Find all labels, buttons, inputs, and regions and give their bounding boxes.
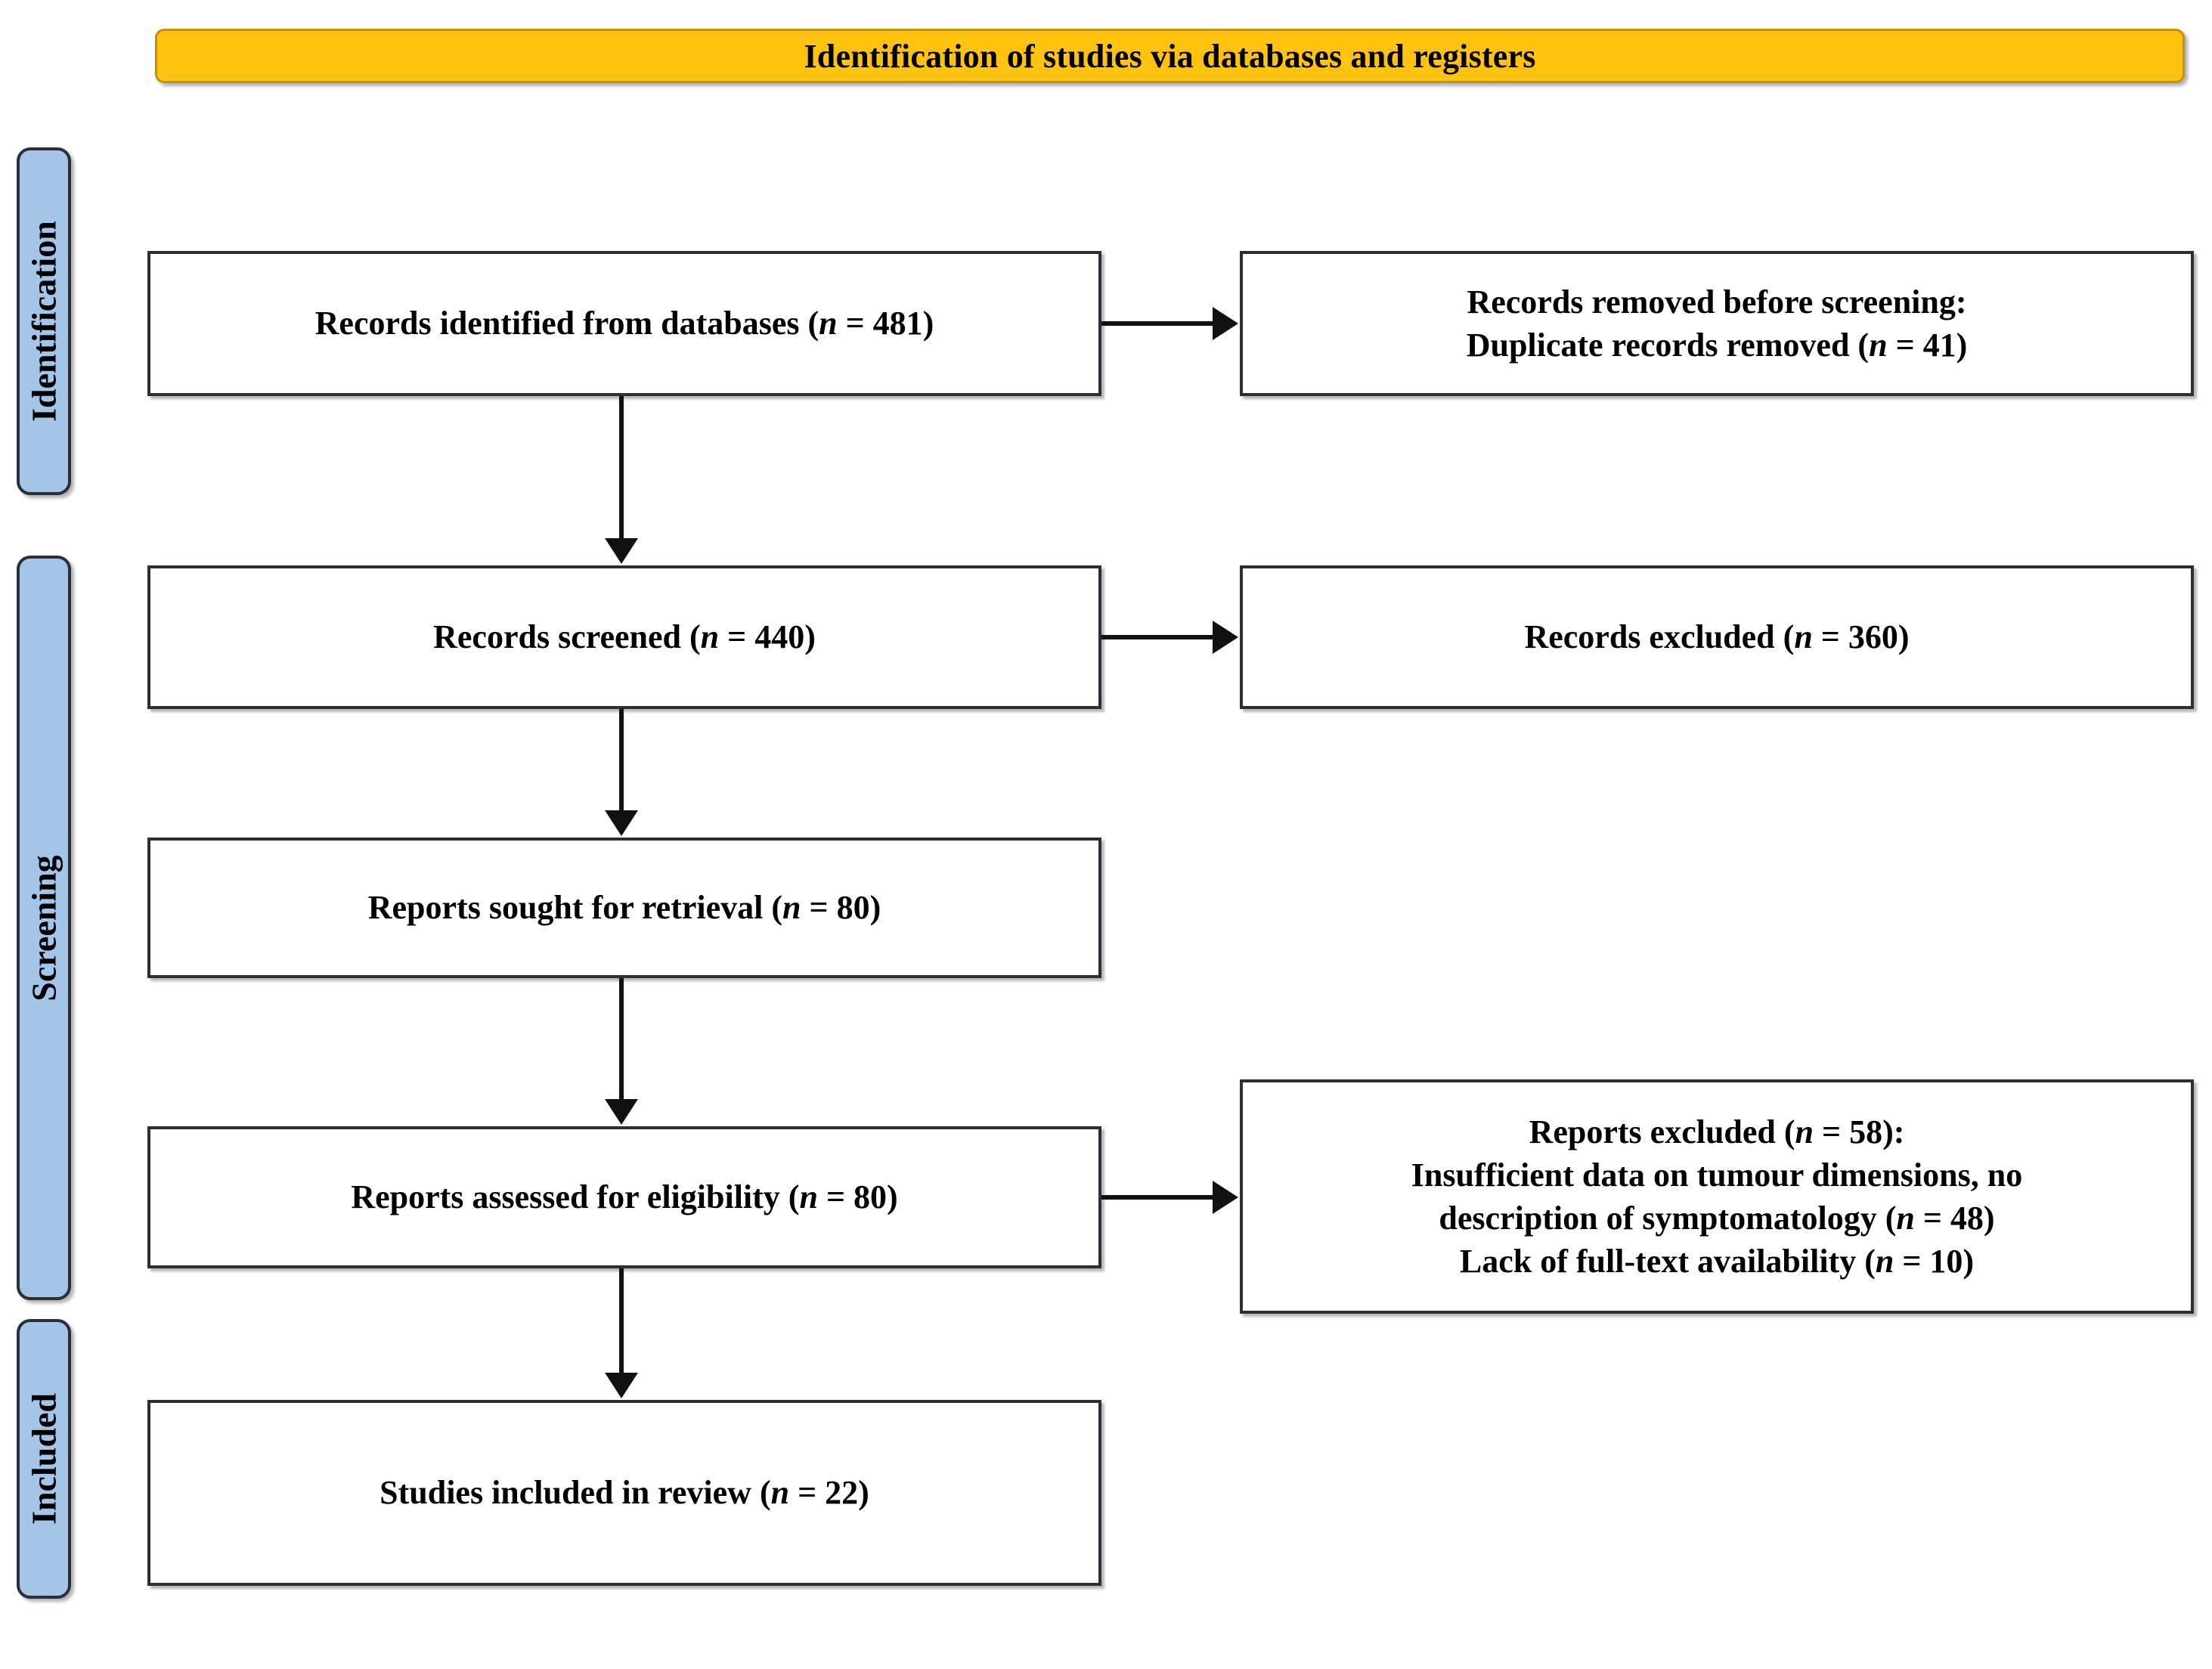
diagram-title: Identification of studies via databases … [804,37,1536,75]
connector-identified-to-removed [1101,321,1215,326]
stage-label-included: Included [17,1319,71,1599]
stage-label-screening: Screening [17,556,71,1300]
stage-label-identification-text: Identification [24,221,64,422]
node-reports-assessed-for-eligibility: Reports assessed for eligibility (n = 80… [147,1126,1101,1268]
connector-assessed-to-excluded-reports [1101,1195,1215,1200]
node-records-removed-before-screening: Records removed before screening:Duplica… [1240,251,2194,396]
node-records-identified-text: Records identified from databases (n = 4… [314,305,934,342]
node-records-screened-text: Records screened (n = 440) [433,618,816,656]
connector-screened-to-sought [619,709,624,812]
node-records-identified: Records identified from databases (n = 4… [147,251,1101,396]
node-reports-excluded-text: Reports excluded (n = 58):Insufficient d… [1411,1113,2023,1280]
arrowhead-right-to-excluded-reports [1213,1181,1238,1214]
node-records-screened: Records screened (n = 440) [147,565,1101,709]
node-reports-sought-text: Reports sought for retrieval (n = 80) [367,889,881,927]
arrowhead-down-to-screened [605,538,638,564]
diagram-header-banner: Identification of studies via databases … [155,29,2185,83]
arrowhead-right-to-excluded-records [1213,621,1238,654]
connector-assessed-to-included [619,1268,624,1374]
arrowhead-down-to-included [605,1373,638,1398]
node-reports-sought-for-retrieval: Reports sought for retrieval (n = 80) [147,838,1101,978]
arrowhead-down-to-assessed [605,1099,638,1125]
node-studies-included-in-review: Studies included in review (n = 22) [147,1400,1101,1586]
connector-screened-to-excluded-records [1101,635,1215,639]
arrowhead-right-to-removed [1213,307,1238,340]
arrowhead-down-to-sought [605,810,638,836]
node-reports-assessed-text: Reports assessed for eligibility (n = 80… [351,1178,898,1216]
stage-label-included-text: Included [24,1393,64,1525]
stage-label-screening-text: Screening [24,854,64,1002]
node-reports-excluded: Reports excluded (n = 58):Insufficient d… [1240,1079,2194,1314]
stage-label-identification: Identification [17,147,71,495]
node-records-excluded-text: Records excluded (n = 360) [1524,618,1910,656]
node-records-removed-text: Records removed before screening:Duplica… [1466,283,1968,364]
connector-sought-to-assessed [619,978,624,1101]
node-studies-included-text: Studies included in review (n = 22) [380,1474,869,1512]
node-records-excluded: Records excluded (n = 360) [1240,565,2194,709]
connector-identified-to-screened [619,396,624,540]
